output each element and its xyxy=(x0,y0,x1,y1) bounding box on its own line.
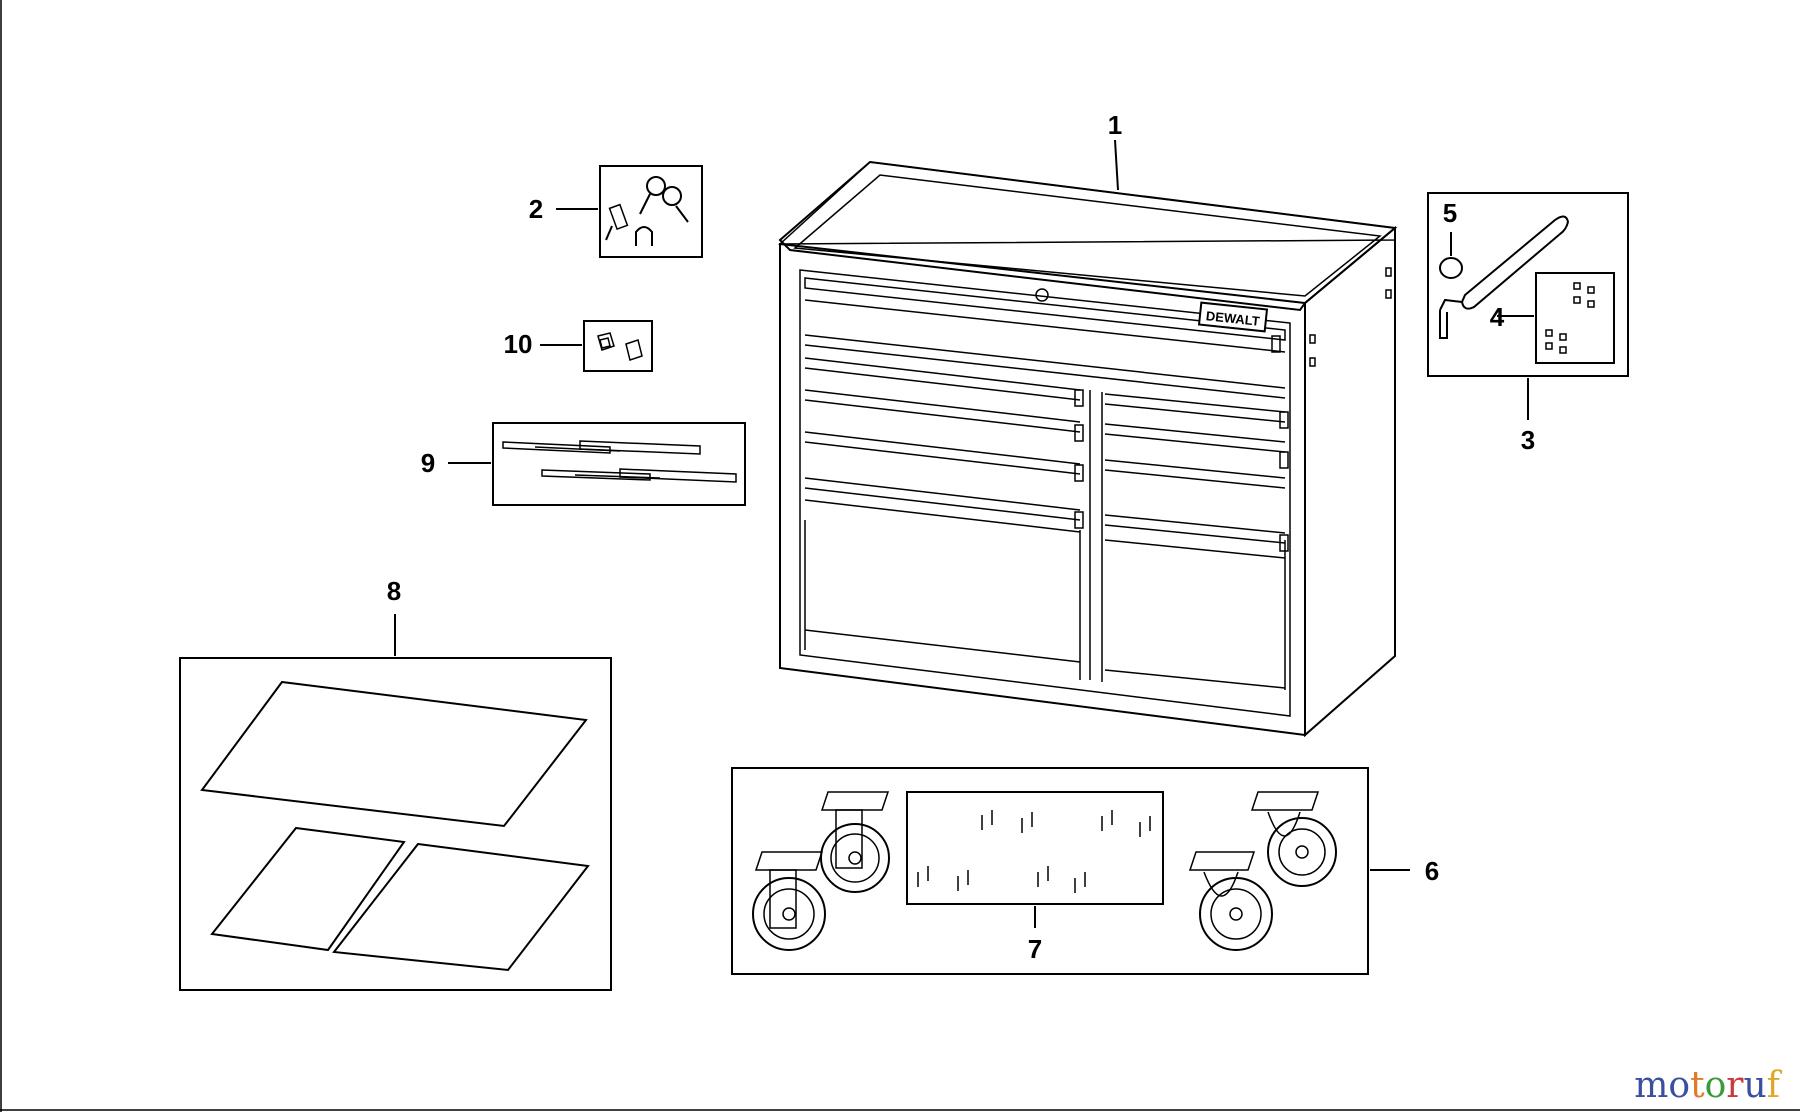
callout-4: 4 xyxy=(1490,302,1505,332)
swivel-caster-front xyxy=(1188,851,1273,951)
part-7-box xyxy=(906,791,1164,905)
callout-5: 5 xyxy=(1443,198,1457,228)
callout-1: 1 xyxy=(1108,110,1122,140)
watermark-letter: r xyxy=(1726,1065,1744,1106)
watermark: motoruf xyxy=(1634,1065,1780,1106)
side-handle: 3 5 4 xyxy=(1427,192,1629,455)
part-8-box xyxy=(179,657,612,991)
callout-2: 2 xyxy=(529,194,543,224)
drawer-slides: 9 xyxy=(421,422,746,506)
watermark-letter: o xyxy=(1668,1065,1691,1106)
casters: 6 xyxy=(731,767,1439,975)
swivel-caster-rear xyxy=(1250,791,1337,887)
watermark-text: motoruf xyxy=(1634,1065,1780,1106)
lock-and-keys: 2 xyxy=(529,165,703,258)
part-10-box xyxy=(583,320,653,372)
bolts xyxy=(917,810,1151,893)
callout-9: 9 xyxy=(421,448,435,478)
callout-7: 7 xyxy=(1028,934,1042,964)
tool-chest: DEWALT xyxy=(778,110,1398,738)
watermark-letter: t xyxy=(1690,1065,1705,1106)
fixed-caster-front xyxy=(752,851,826,951)
callout-6: 6 xyxy=(1425,856,1439,886)
watermark-letter: f xyxy=(1766,1065,1780,1106)
callout-8: 8 xyxy=(387,576,401,606)
fixed-caster-rear xyxy=(820,791,890,893)
drawer-stops: 10 xyxy=(504,320,653,372)
brand-label: DEWALT xyxy=(1205,308,1260,329)
watermark-letter: m xyxy=(1634,1065,1669,1106)
part-4-box xyxy=(1535,272,1615,364)
part-9-box xyxy=(492,422,746,506)
watermark-letter: u xyxy=(1743,1065,1767,1106)
watermark-letter: o xyxy=(1704,1065,1727,1106)
drawer-liners: 8 xyxy=(179,576,612,991)
callout-10: 10 xyxy=(504,329,533,359)
callout-3: 3 xyxy=(1521,425,1535,455)
callout-1-leader xyxy=(1114,139,1119,191)
